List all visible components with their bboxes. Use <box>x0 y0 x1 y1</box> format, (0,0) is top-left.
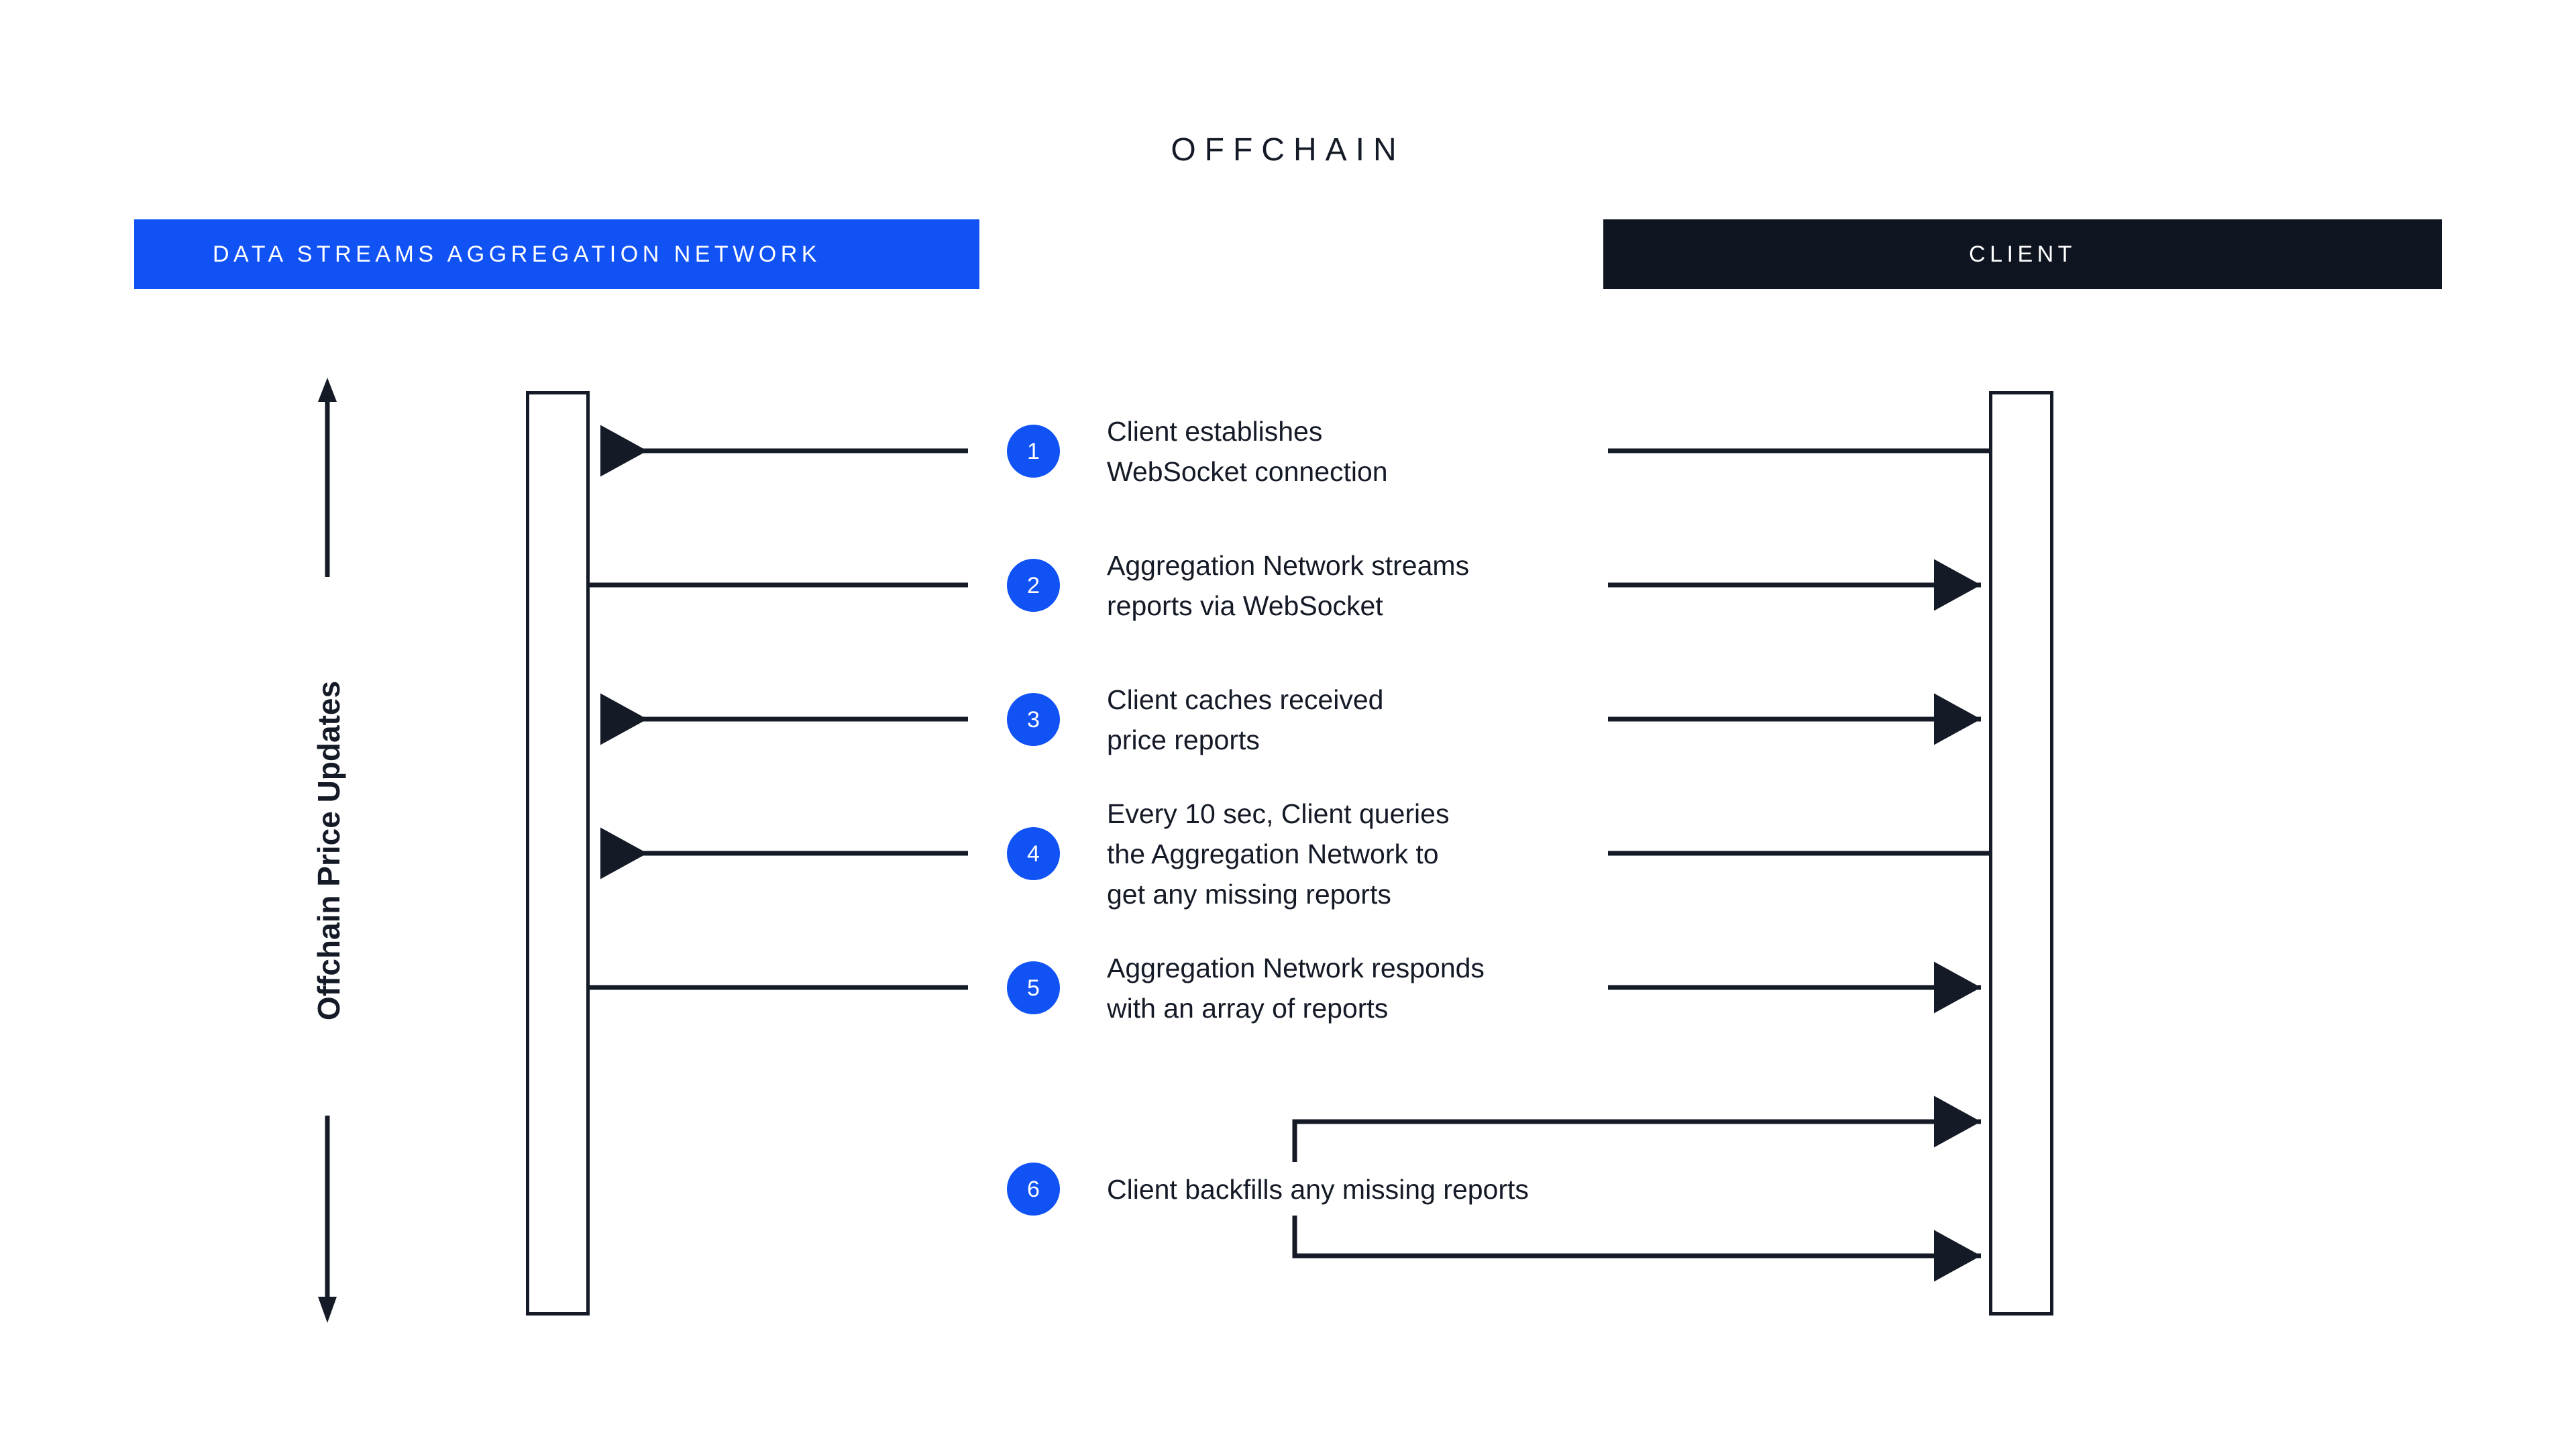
step-badge-3: 3 <box>1007 693 1060 746</box>
step-text-1: Client establishes WebSocket connection <box>1107 416 1388 487</box>
axis-double-arrow-icon <box>318 378 337 1323</box>
connector-6-lower <box>1292 1216 1981 1282</box>
step-badge-5: 5 <box>1007 961 1060 1014</box>
step-badge-4: 4 <box>1007 827 1060 880</box>
step-badge-1: 1 <box>1007 425 1060 478</box>
lifeline-client <box>1989 391 2053 1316</box>
lane-header-aggregation-network: DATA STREAMS AGGREGATION NETWORK <box>134 219 979 289</box>
lane-header-client: CLIENT <box>1603 219 2442 289</box>
step-badge-6: 6 <box>1007 1163 1060 1216</box>
step-badge-2: 2 <box>1007 559 1060 612</box>
step-badge-2-number: 2 <box>1027 572 1040 598</box>
page-title: OFFCHAIN <box>1171 132 1405 168</box>
step-badge-6-number: 6 <box>1027 1176 1040 1202</box>
step-text-5: Aggregation Network responds with an arr… <box>1107 953 1485 1024</box>
lane-header-network-label: DATA STREAMS AGGREGATION NETWORK <box>213 241 821 267</box>
connector-6-upper <box>1292 1095 1981 1162</box>
step-badge-1-number: 1 <box>1027 438 1040 464</box>
lifeline-aggregation-network <box>526 391 590 1316</box>
step-text-6: Client backfills any missing reports <box>1107 1174 1529 1205</box>
step-text-2: Aggregation Network streams reports via … <box>1107 550 1470 621</box>
step-text-3: Client caches received price reports <box>1107 684 1384 755</box>
offchain-price-updates-axis: Offchain Price Updates <box>288 372 369 1328</box>
step-text-4: Every 10 sec, Client queries the Aggrega… <box>1107 798 1450 910</box>
step-badge-3-number: 3 <box>1027 706 1040 733</box>
axis-label: Offchain Price Updates <box>311 680 346 1020</box>
lane-header-client-label: CLIENT <box>1969 241 2076 267</box>
step-badge-4-number: 4 <box>1027 841 1040 867</box>
step-badge-5-number: 5 <box>1027 975 1040 1001</box>
